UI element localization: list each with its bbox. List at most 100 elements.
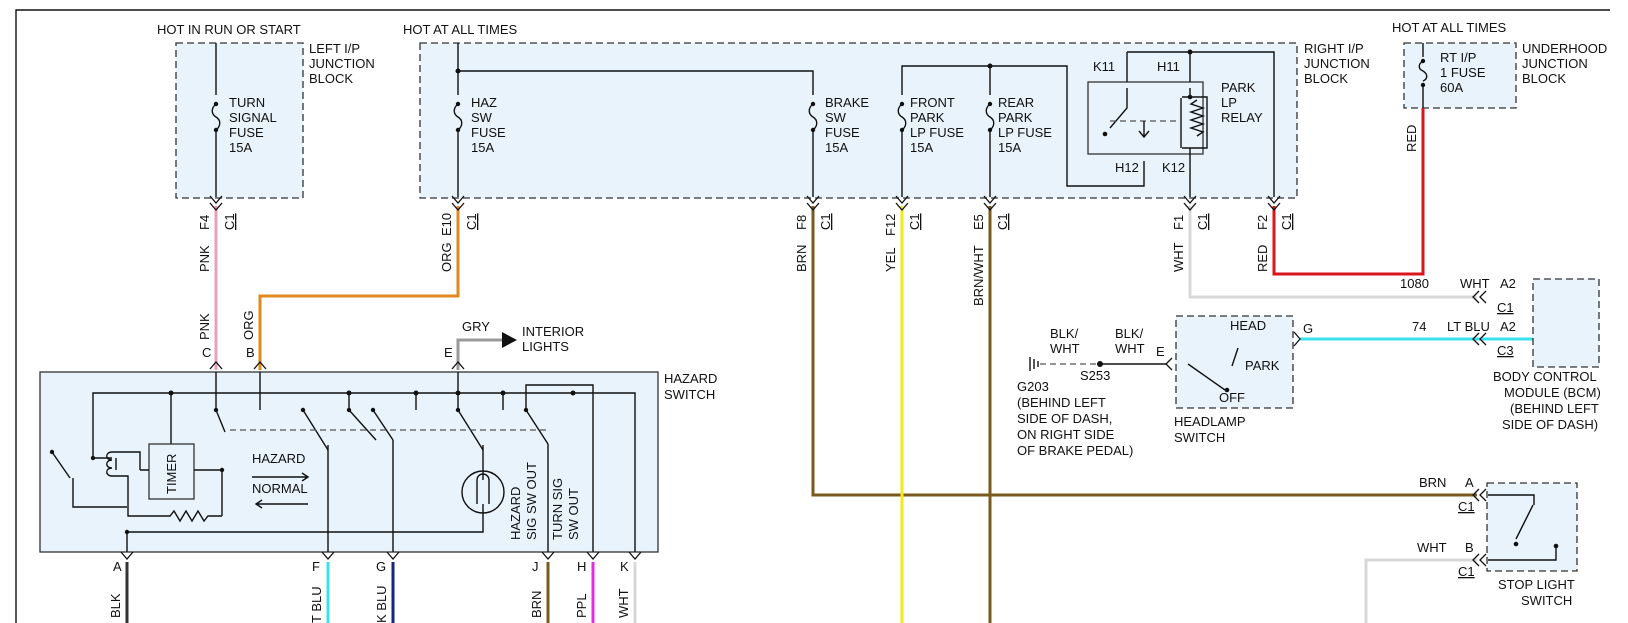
stop-c1-b: C1 [1458,564,1475,579]
hazard-switch-title-2: SWITCH [664,387,715,402]
label-red-top: RED [1255,245,1270,272]
bcm-title-2: MODULE (BCM) [1504,385,1601,400]
conn-f2: F2 [1255,215,1270,230]
rear-fuse-l3: LP FUSE [998,125,1052,140]
bcm-c3: C3 [1497,343,1514,358]
headlamp-pin-e: E [1156,344,1165,359]
label-org-switch: ORG [241,310,256,340]
wire-wht-bcm [1188,206,1477,299]
body-control-module: A2 C1 A2 C3 BODY CONTROL MODULE (BCM) (B… [1472,276,1601,432]
stop-title-1: STOP LIGHT [1498,577,1575,592]
rtip-fuse-l2: 1 FUSE [1440,65,1486,80]
splice-s253: S253 [1080,368,1110,383]
label-red-underhood: RED [1404,125,1419,152]
normal-label: NORMAL [252,481,308,496]
hazard-sig-2: SIG SW OUT [524,462,539,540]
headlamp-switch: HEAD PARK OFF E G HEADLAMP SWITCH [1156,315,1313,445]
conn-f1-c1: C1 [1195,213,1210,230]
connector-pins-top [209,195,1281,211]
g203-l4: ON RIGHT SIDE [1017,427,1115,442]
hazard-label: HAZARD [252,451,305,466]
underhood-label-3: BLOCK [1522,71,1566,86]
stop-light-switch: BRN A C1 WHT B C1 STOP LIGHT SWITCH [1417,475,1578,608]
conn-e5-c1: C1 [995,213,1010,230]
stop-title-2: SWITCH [1521,593,1572,608]
rtip-fuse-l3: 60A [1440,80,1463,95]
interior-lights-1: INTERIOR [522,324,584,339]
label-brnwht-top: BRN/WHT [971,245,986,306]
g203-l3: SIDE OF DASH, [1017,411,1112,426]
gnd-blkwht-left-2: WHT [1050,341,1080,356]
label-tblu-bottom: T BLU [309,586,324,623]
stop-brn: BRN [1419,475,1446,490]
relay-label-2: LP [1221,95,1237,110]
timer-label: TIMER [164,454,179,494]
label-org-top: ORG [439,242,454,272]
rear-fuse-l2: PARK [998,110,1033,125]
hazard-switch: HAZARD SWITCH C B E [39,345,717,574]
label-ppl-bottom: PPL [574,593,589,618]
turn-sig-1: TURN SIG [550,478,565,540]
underhood-label-1: UNDERHOOD [1522,41,1607,56]
header-hot-run-start: HOT IN RUN OR START [157,22,301,37]
relay-k12: K12 [1162,160,1185,175]
page-border [15,9,1610,623]
turn-fuse-l1: TURN [229,95,265,110]
front-fuse-l2: PARK [910,110,945,125]
label-yel-top: YEL [883,247,898,272]
g203-l1: G203 [1017,379,1049,394]
hazard-pin-h: H [577,559,586,574]
relay-label-3: RELAY [1221,110,1263,125]
hazard-pin-a: A [113,559,122,574]
front-fuse-l1: FRONT [910,95,955,110]
header-hot-all-times-main: HOT AT ALL TIMES [403,22,517,37]
gnd-blkwht-right-2: WHT [1115,341,1145,356]
bcm-a2-bottom: A2 [1500,319,1516,334]
headlamp-pin-g: G [1303,321,1313,336]
label-gry: GRY [462,319,490,334]
conn-f1: F1 [1171,215,1186,230]
hazard-pin-c: C [202,345,211,360]
label-wht-top: WHT [1171,242,1186,272]
conn-f12: F12 [883,214,898,236]
g203-l2: (BEHIND LEFT [1017,395,1106,410]
headlamp-off: OFF [1219,390,1245,405]
label-kblu-bottom: K BLU [374,585,389,623]
left-ip-junction-block: LEFT I/P JUNCTION BLOCK TURN SIGNAL FUSE… [175,41,375,199]
conn-f12-c1: C1 [907,213,922,230]
haz-fuse-l4: 15A [471,140,494,155]
label-brn-top: BRN [794,245,809,272]
headlamp-head: HEAD [1230,318,1266,333]
wire-brn-stop [811,206,1477,497]
rear-fuse-l1: REAR [998,95,1034,110]
label-1080: 1080 [1400,276,1429,291]
hazard-switch-title-1: HAZARD [664,371,717,386]
stop-c1-a: C1 [1458,499,1475,514]
wire-org [258,206,460,370]
brake-fuse-l2: SW [825,110,847,125]
hazard-sig-1: HAZARD [508,487,523,540]
interior-lights-2: LIGHTS [522,339,569,354]
headlamp-title-1: HEADLAMP [1174,414,1246,429]
wire-red [1272,108,1425,276]
front-fuse-l3: LP FUSE [910,125,964,140]
turn-fuse-l4: 15A [229,140,252,155]
right-ip-label-2: JUNCTION [1304,56,1370,71]
hazard-pin-e: E [444,345,453,360]
gnd-blkwht-left-1: BLK/ [1050,326,1079,341]
stop-pin-b: B [1465,540,1474,555]
right-ip-label-1: RIGHT I/P [1304,41,1364,56]
header-hot-all-times-underhood: HOT AT ALL TIMES [1392,20,1506,35]
brake-fuse-l4: 15A [825,140,848,155]
haz-fuse-l1: HAZ [471,95,497,110]
hazard-pin-f: F [312,559,320,574]
wire-gry [456,338,502,370]
right-ip-junction-block: RIGHT I/P JUNCTION BLOCK HAZ SW FUSE 15A… [419,41,1370,199]
label-blk-bottom: BLK [108,593,123,618]
label-wht-bottom: WHT [616,588,631,618]
relay-h11: H11 [1157,59,1180,74]
bcm-c1: C1 [1497,300,1514,315]
wire-wht-stop [1364,558,1477,623]
label-brn-bottom: BRN [529,591,544,618]
